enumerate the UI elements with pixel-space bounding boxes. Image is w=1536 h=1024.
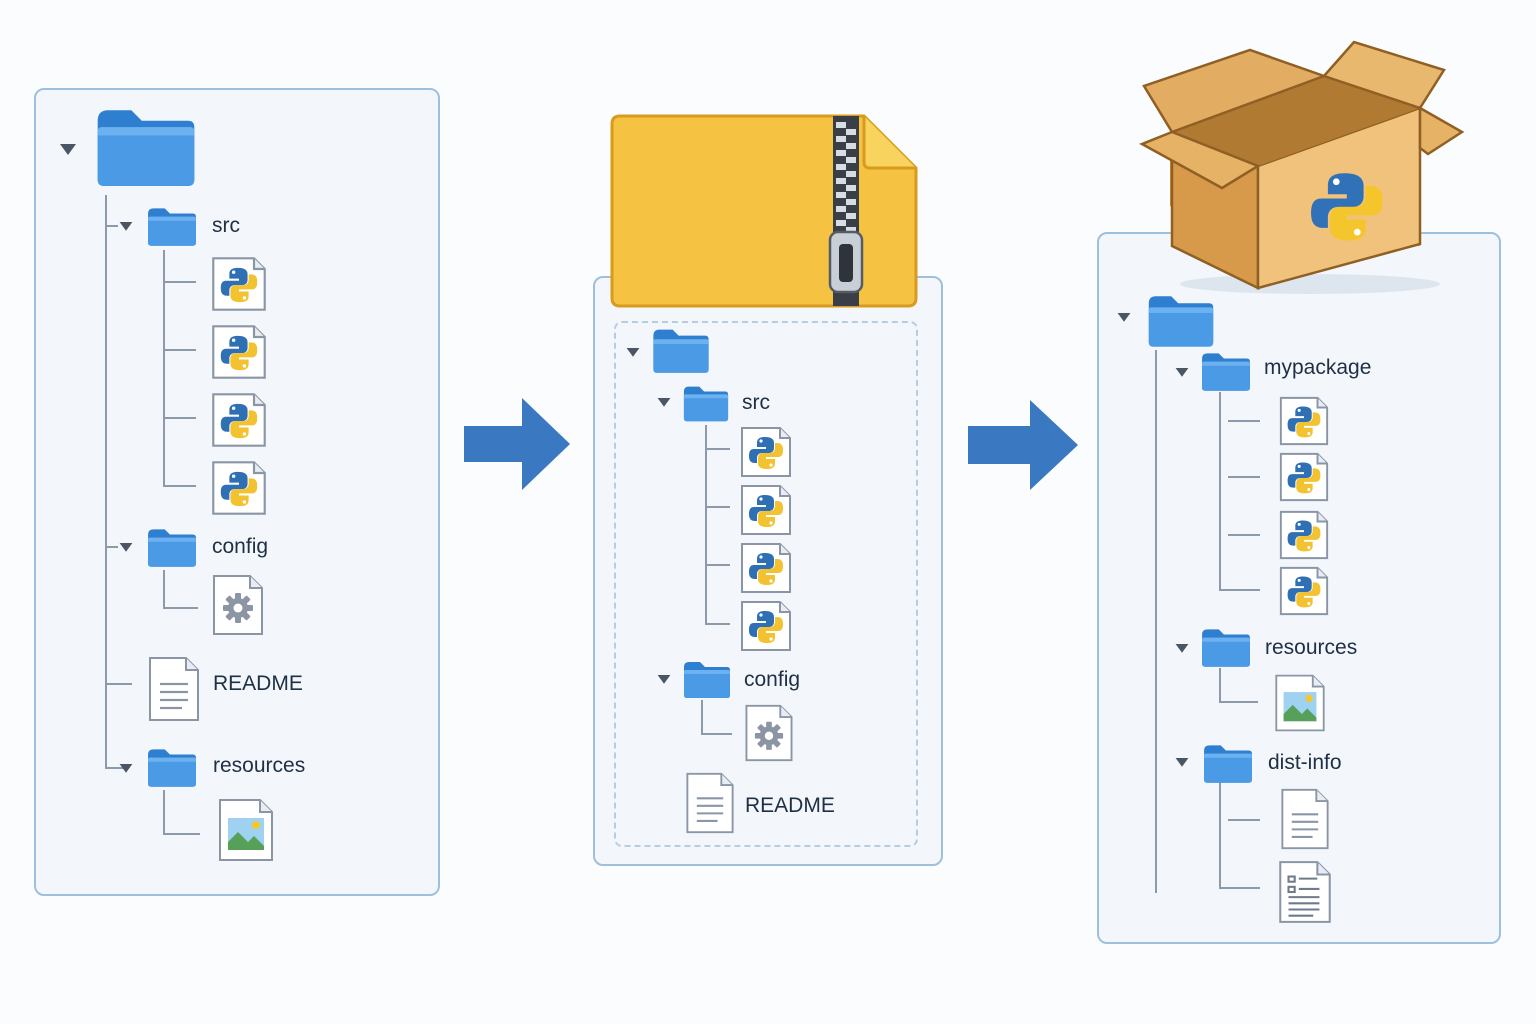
folder-label-dist-info: dist-info xyxy=(1268,751,1342,774)
file-label-readme: README xyxy=(745,794,835,817)
folder-label-src: src xyxy=(212,214,240,237)
collapse-triangle-icon[interactable] xyxy=(1174,756,1190,768)
collapse-triangle-icon[interactable] xyxy=(1116,311,1132,323)
python-file-icon[interactable] xyxy=(1274,450,1334,504)
image-file-icon[interactable] xyxy=(1270,672,1330,734)
package-box-icon xyxy=(1139,40,1465,294)
python-file-icon[interactable] xyxy=(1274,394,1334,448)
folder-label-config: config xyxy=(212,535,269,558)
python-file-icon[interactable] xyxy=(1274,508,1334,562)
file-label-readme: README xyxy=(213,672,303,695)
collapse-triangle-icon[interactable] xyxy=(1174,366,1190,378)
text-file-icon[interactable] xyxy=(1276,786,1334,852)
folder-label-config: config xyxy=(744,668,801,691)
arrow-right-icon xyxy=(968,400,1078,490)
folder-icon[interactable] xyxy=(1144,292,1218,348)
collapse-triangle-icon[interactable] xyxy=(1174,642,1190,654)
folder-label-resources: resources xyxy=(1265,636,1358,659)
folder-icon[interactable] xyxy=(1200,626,1252,668)
python-file-icon[interactable] xyxy=(1274,564,1334,618)
folder-label-src: src xyxy=(742,391,770,414)
arrow-right-icon xyxy=(464,398,570,490)
folder-label-resources: resources xyxy=(213,754,306,777)
folder-icon[interactable] xyxy=(1202,742,1254,784)
folder-icon[interactable] xyxy=(1200,350,1252,392)
archive-contents-dashed-box xyxy=(614,321,918,847)
record-file-icon[interactable] xyxy=(1276,858,1334,926)
folder-label-mypackage: mypackage xyxy=(1264,356,1372,379)
zip-archive-icon xyxy=(610,114,918,308)
